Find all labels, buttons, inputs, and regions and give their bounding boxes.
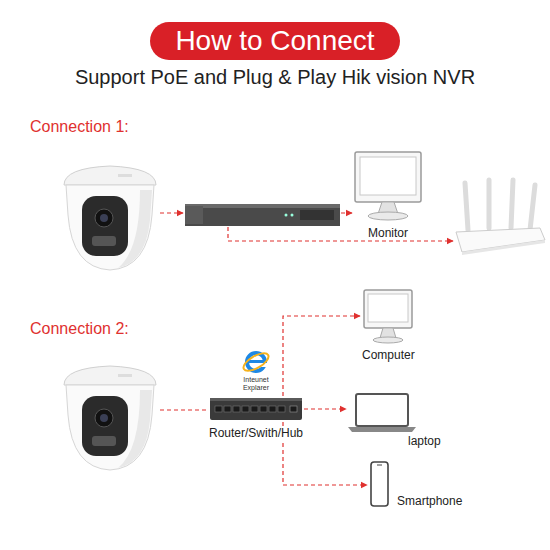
monitor: Monitor [350, 150, 426, 222]
device-label: Router/Swith/Hub [207, 426, 305, 440]
network-switch: Router/Swith/Hub [208, 396, 304, 422]
section-heading: Connection 1: [30, 118, 129, 136]
smartphone-icon [371, 462, 388, 506]
device-label: laptop [406, 434, 443, 448]
computer: Computer [360, 288, 416, 344]
monitor-icon [355, 152, 421, 220]
dashed-connector [304, 408, 346, 409]
router-icon [456, 180, 545, 255]
device-label: Monitor [366, 226, 410, 240]
device-label: Computer [360, 348, 417, 362]
wire [341, 212, 352, 213]
wire [160, 212, 183, 213]
browser-icon [241, 350, 271, 374]
computer-icon [364, 290, 412, 343]
switch-icon [210, 398, 302, 420]
title: How to Connect [175, 25, 374, 56]
camera [64, 166, 156, 270]
title-banner: How to Connect [150, 22, 400, 60]
subtitle: Support PoE and Plug & Play Hik vision N… [0, 66, 550, 89]
dashed-connector [283, 316, 360, 396]
device-label: Smartphone [395, 494, 464, 508]
laptop: laptop [346, 392, 418, 432]
nvr [185, 204, 340, 226]
laptop-icon [348, 394, 416, 432]
wire [160, 409, 208, 410]
wire [228, 227, 453, 241]
smartphone: Smartphone [367, 460, 391, 510]
section-heading: Connection 2: [30, 320, 129, 338]
icon-caption: Inteunet Explarer [234, 376, 278, 392]
camera [64, 366, 156, 470]
